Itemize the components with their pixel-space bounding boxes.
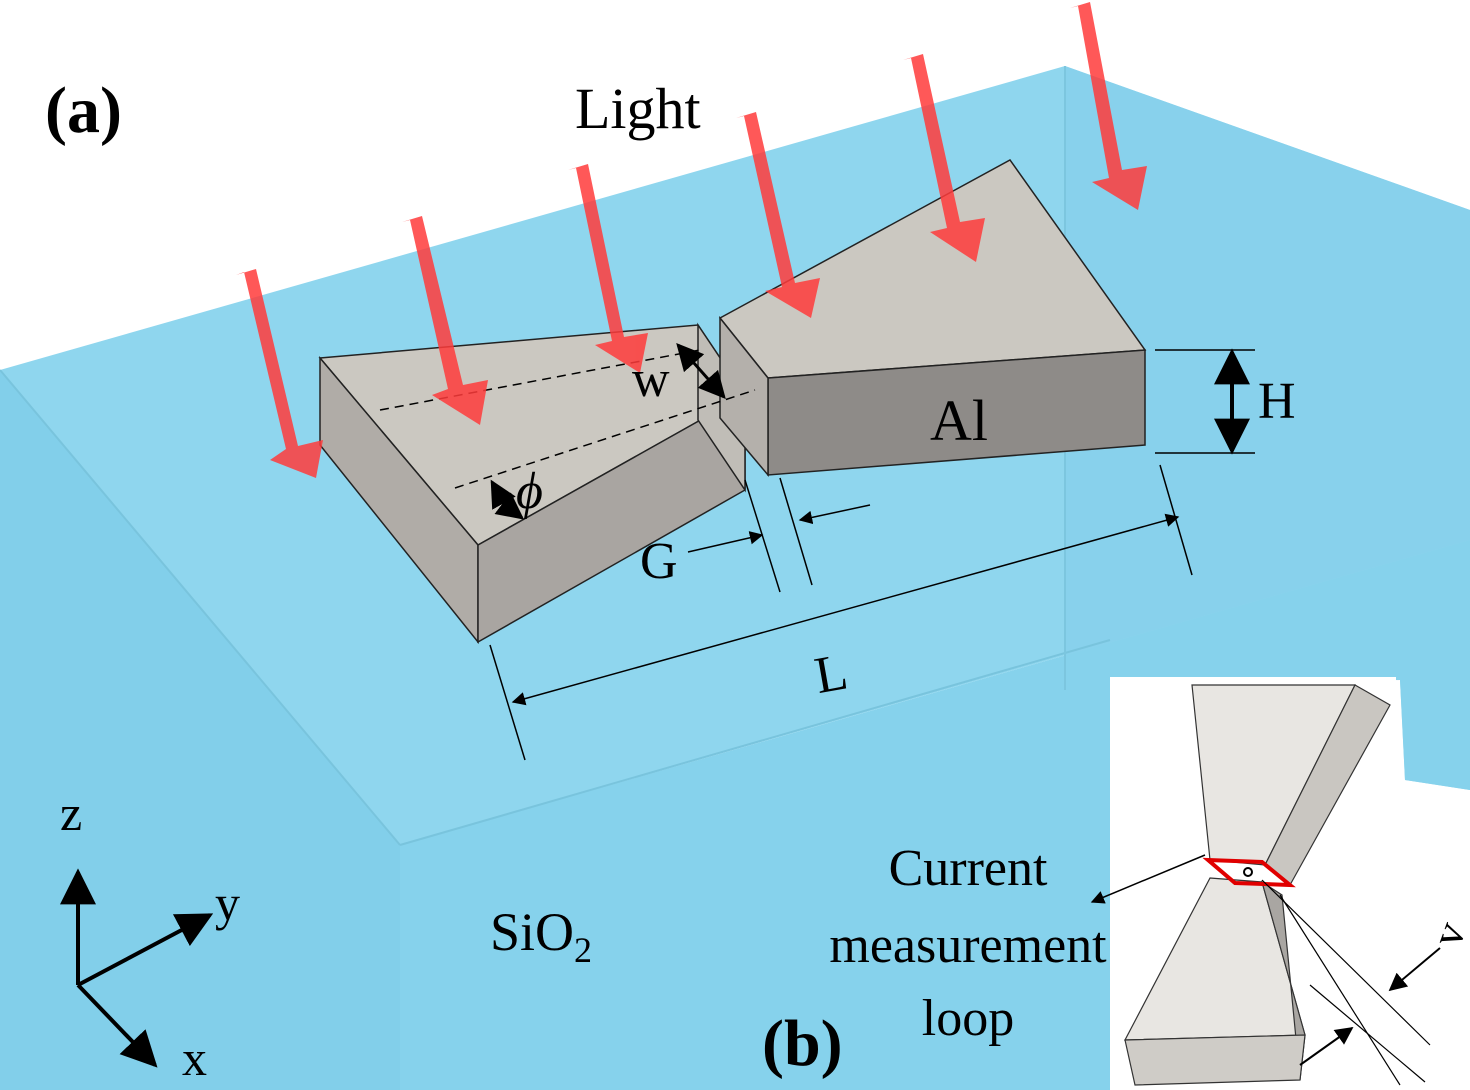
light-arrow: [568, 164, 648, 373]
light-arrow: [236, 269, 323, 478]
angle-label: ϕ: [516, 463, 543, 520]
current-loop: [1202, 857, 1296, 888]
inset-dim-label: v: [1422, 916, 1470, 953]
loop-label-line2: measurement: [829, 917, 1107, 974]
light-arrows: [236, 2, 1147, 478]
loop-label-line3: loop: [922, 990, 1014, 1047]
inset-b: [1090, 677, 1441, 1090]
metal-label: Al: [930, 388, 988, 453]
light-arrow: [1070, 2, 1147, 210]
length-dimension: [489, 464, 1193, 761]
panel-a-label: (a): [45, 74, 122, 147]
loop-label-line1: Current: [889, 840, 1048, 897]
substrate-label: SiO2: [490, 902, 592, 970]
light-label: Light: [575, 76, 701, 141]
panel-b-label: (b): [762, 1007, 843, 1080]
width-label: w: [632, 351, 670, 408]
gap-label: G: [640, 533, 678, 590]
height-label: H: [1258, 373, 1296, 430]
coordinate-axes: [60, 868, 214, 1068]
light-arrow: [402, 216, 488, 425]
height-dimension: [1155, 348, 1255, 455]
axis-y-label: y: [215, 875, 240, 931]
substrate-left-face: [0, 370, 400, 1090]
axis-z-label: z: [60, 785, 82, 841]
axis-x-label: x: [182, 1030, 207, 1086]
light-arrow: [736, 112, 820, 318]
light-arrow: [903, 54, 985, 262]
